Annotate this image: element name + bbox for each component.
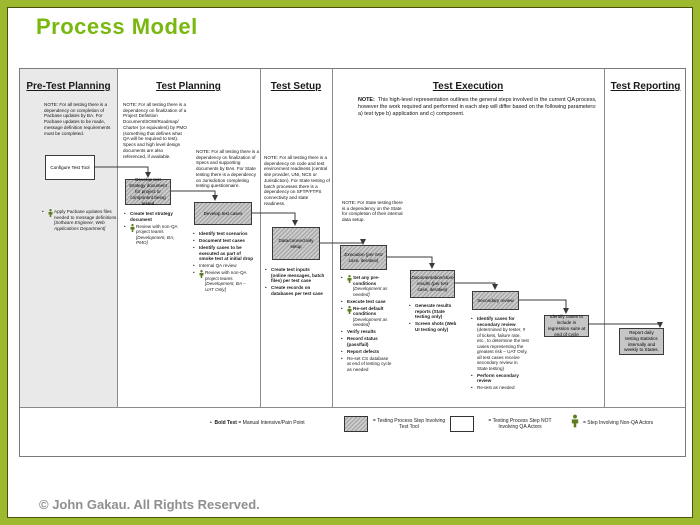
execution-bullet-list: •Set any pre-conditions [Development as …	[341, 275, 393, 374]
setup-bullet-list: •Create test inputs (online messages, ba…	[265, 267, 325, 298]
process-box-documentation-results: Documentation/store results (per test ca…	[410, 270, 455, 298]
note-planning-1: NOTE: For all testing there is a depende…	[123, 102, 187, 159]
pretest-column-background	[20, 69, 117, 407]
process-box-regression-suite: Identify cases to include in regression …	[544, 314, 589, 337]
note-execution-main: NOTE: This high-level representation out…	[358, 97, 597, 118]
process-diagram: Pre-Test Planning Test Planning Test Set…	[19, 68, 686, 457]
legend-person-label: = Step Involving Non-QA Actors	[583, 420, 654, 426]
column-divider	[332, 69, 333, 407]
process-box-secondary-review: Secondary review	[472, 291, 519, 310]
person-icon	[347, 305, 352, 328]
secondary-bullet-list: •Identify cases for secondary review (de…	[471, 316, 529, 392]
page-title: Process Model	[36, 14, 198, 39]
note-pretest: NOTE: For all testing there is a depende…	[44, 102, 111, 136]
bullet-item: •Document test cases	[193, 238, 245, 243]
column-divider	[604, 69, 605, 407]
bullet-item: •Create records on databases per test ca…	[265, 285, 323, 296]
column-header-test-reporting: Test Reporting	[610, 81, 681, 92]
legend-white-label: = Testing Process Step NOT Involving QA …	[488, 418, 552, 431]
bullet-item: •Report defects	[341, 348, 380, 354]
person-icon	[571, 414, 579, 433]
strategy-bullet-list: •Create test strategy document •Review w…	[124, 211, 186, 247]
bullet-item: •Verify results	[341, 329, 376, 334]
bullet-item: •Internal QA review	[193, 263, 237, 268]
legend-white-box-sample	[450, 416, 474, 432]
person-icon	[199, 270, 204, 292]
note-planning-2: NOTE: For all testing there is a depende…	[196, 149, 260, 189]
column-header-test-execution: Test Execution	[432, 81, 504, 92]
process-box-configure-test-tool: Configure Test Tool	[45, 155, 95, 180]
legend-hatched-label: = Testing Process Step Involving Test To…	[372, 418, 446, 431]
process-box-report-statistics: Report daily testing statistics internal…	[619, 328, 664, 355]
footer-copyright: © John Gakau. All Rights Reserved.	[39, 497, 260, 512]
bullet-item: •Apply Pacbase updates files needed to m…	[42, 209, 117, 231]
note-execution-state: NOTE: For State testing there is a depen…	[342, 200, 403, 223]
column-header-test-planning: Test Planning	[156, 81, 221, 92]
legend-bold-text: • Bold Text = Manual Intensive/Pain Poin…	[210, 420, 305, 426]
column-header-pretest-planning: Pre-Test Planning	[26, 81, 111, 92]
process-box-execution: Execution (per test case, iterative)	[340, 245, 387, 270]
bullet-item: •Execute test case	[341, 298, 386, 304]
bullet-item: •Review with non-QA project teams [Devel…	[124, 223, 178, 246]
note-setup: NOTE: For all testing there is a depende…	[264, 155, 330, 206]
bullet-item: •Review with non-QA project teams [Devel…	[193, 270, 247, 292]
legend-separator	[20, 407, 685, 408]
legend-hatched-box-sample	[344, 416, 368, 432]
column-divider	[117, 69, 118, 407]
bullet-item: •Set any pre-conditions [Development as …	[341, 275, 388, 297]
process-box-develop-test-cases: Develop test cases	[194, 202, 252, 225]
person-icon	[48, 209, 53, 231]
process-box-data-connectivity-setup: Data/connectivity setup	[272, 227, 320, 260]
bullet-item: •Create test strategy document	[124, 211, 173, 222]
bullet-item: •Screen shots (Web UI testing only)	[409, 321, 457, 332]
pretest-bullet-list: •Apply Pacbase updates files needed to m…	[42, 209, 120, 233]
column-header-test-setup: Test Setup	[270, 81, 322, 92]
bullet-item: •Re-set CS database at end of testing cy…	[341, 355, 392, 372]
column-divider	[260, 69, 261, 407]
bullet-item: •Record status (pass/fail)	[341, 336, 378, 347]
bullet-item: •Generate results reports (State testing…	[409, 303, 452, 319]
bullet-item: •Identify test scenarios	[193, 231, 248, 236]
person-icon	[347, 275, 352, 297]
bullet-item: •Perform secondary review	[471, 372, 519, 384]
process-box-develop-test-strategy: Develop test strategy document for proje…	[125, 177, 171, 206]
bullet-item: •Re-set default conditions [Development …	[341, 305, 388, 328]
person-icon	[130, 223, 135, 246]
bullet-item: •Identify cases for secondary review (de…	[471, 316, 529, 371]
documentation-bullet-list: •Generate results reports (State testing…	[409, 303, 459, 334]
bullet-item: •Identify cases to be executed as part o…	[193, 245, 254, 261]
bullet-item: •Re-test as needed	[471, 385, 515, 390]
cases-bullet-list: •Identify test scenarios •Document test …	[193, 231, 255, 294]
bullet-item: •Create test inputs (online messages, ba…	[265, 267, 325, 283]
